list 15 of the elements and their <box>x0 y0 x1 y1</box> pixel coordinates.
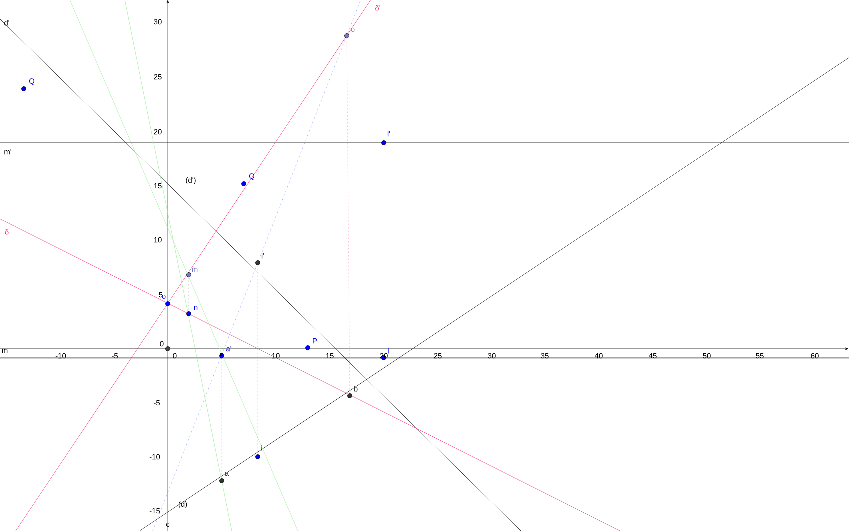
point <box>186 312 192 316</box>
point <box>220 478 224 484</box>
point <box>166 346 170 352</box>
point <box>306 346 310 350</box>
point <box>166 302 170 306</box>
point <box>348 394 352 398</box>
point <box>242 182 246 186</box>
point <box>22 86 26 92</box>
point <box>256 260 260 266</box>
projection-line <box>188 277 190 312</box>
point <box>344 34 350 38</box>
point <box>186 272 192 278</box>
point <box>256 454 260 460</box>
point <box>382 140 386 146</box>
projection-line <box>346 38 350 394</box>
